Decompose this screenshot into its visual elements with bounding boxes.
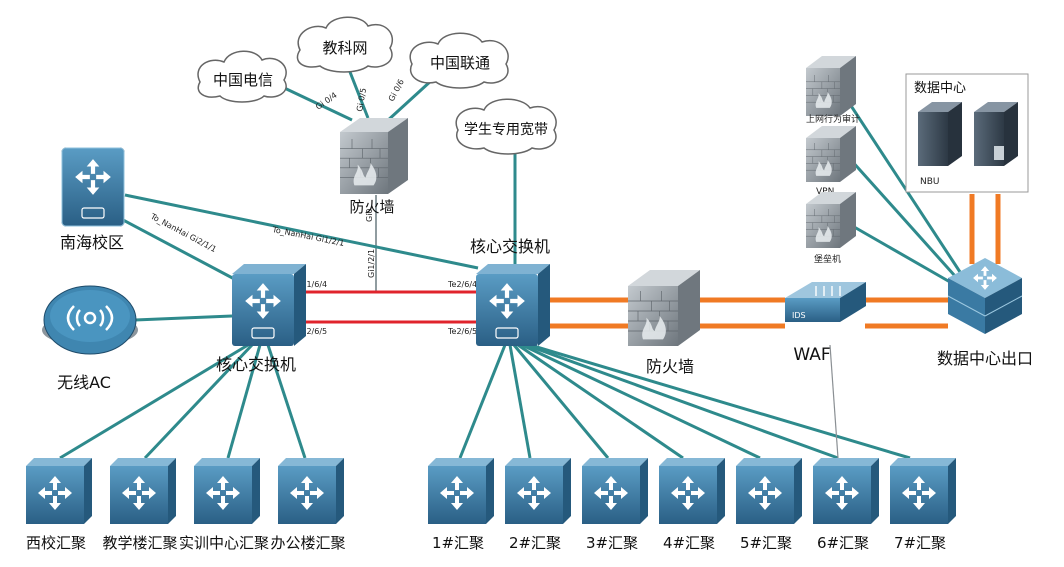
waf-label: WAF xyxy=(793,345,830,365)
aggregation-label: 4#汇聚 xyxy=(663,534,715,552)
link-lc-agg4 xyxy=(266,344,307,459)
port-gi0: Gi0 xyxy=(365,208,374,222)
aggregation-label: 办公楼汇聚 xyxy=(270,534,345,552)
cloud-cernet: 教科网 xyxy=(296,16,393,73)
port-te264: Te2/6/4 xyxy=(447,280,477,289)
vpn-appliance: VPN xyxy=(806,126,856,197)
data-center-label: 数据中心 xyxy=(914,81,966,96)
aggregation-switch: 西校汇聚 xyxy=(26,458,92,552)
aggregation-switch: 教学楼汇聚 xyxy=(102,458,178,552)
aggregation-label: 2#汇聚 xyxy=(509,534,561,552)
aggregation-switch: 2#汇聚 xyxy=(505,458,571,552)
link-rc-agg1 xyxy=(458,344,507,459)
cloud-unicom-label: 中国联通 xyxy=(430,54,490,72)
port-gi121: Gi1/2/1 xyxy=(367,249,376,278)
link-bastion-dcexit xyxy=(841,218,951,284)
link-rc-agg7 xyxy=(529,343,911,460)
cloud-telecom-label: 中国电信 xyxy=(213,71,273,89)
firewall-top-label: 防火墙 xyxy=(349,198,394,216)
aggregation-right-group: 1#汇聚 2#汇聚 3#汇聚 4#汇聚 5#汇聚 6#汇聚 7#汇聚 xyxy=(428,458,956,552)
port-to-nanhai-2: To_NanHai Gi2/1/1 xyxy=(148,211,218,254)
aggregation-switch: 3#汇聚 xyxy=(582,458,648,552)
wireless-ac-label: 无线AC xyxy=(57,373,111,392)
server-icon xyxy=(974,102,1018,166)
waf-appliance: IDS WAF xyxy=(785,282,866,365)
aggregation-switch: 7#汇聚 xyxy=(890,458,956,552)
link-lc-agg1 xyxy=(59,343,249,460)
link-rc-agg5 xyxy=(521,343,761,460)
aggregation-label: 1#汇聚 xyxy=(432,534,484,552)
links xyxy=(59,71,1001,460)
aggregation-label: 6#汇聚 xyxy=(817,534,869,552)
aggregation-label: 7#汇聚 xyxy=(894,534,946,552)
data-center-box: 数据中心 NBU xyxy=(905,73,1029,193)
link-nanhai-rightcore xyxy=(124,193,479,270)
aggregation-switch: 4#汇聚 xyxy=(659,458,725,552)
port-to-nanhai-1: To_NanHai Gi1/2/1 xyxy=(271,225,346,248)
nanhai-switch: 南海校区 xyxy=(60,147,125,252)
core-switch-left-label: 核心交换机 xyxy=(216,355,296,374)
link-rc-agg6 xyxy=(525,343,839,460)
link-rc-agg3 xyxy=(512,344,610,459)
cloud-cernet-label: 教科网 xyxy=(322,39,367,57)
aggregation-switch: 办公楼汇聚 xyxy=(270,458,346,552)
aggregation-label: 实训中心汇聚 xyxy=(179,534,269,552)
nbu-label: NBU xyxy=(920,177,940,187)
aggregation-switch: 6#汇聚 xyxy=(813,458,879,552)
nanhai-label: 南海校区 xyxy=(60,233,124,252)
ids-label: IDS xyxy=(792,311,806,320)
aggregation-switch: 5#汇聚 xyxy=(736,458,802,552)
aggregation-label: 西校汇聚 xyxy=(26,534,86,552)
aggregation-switch: 实训中心汇聚 xyxy=(179,458,269,552)
link-lc-agg3 xyxy=(226,344,262,459)
link-audit-dcexit xyxy=(840,91,962,273)
server-icon xyxy=(918,102,962,166)
bastion-label: 堡垒机 xyxy=(814,253,841,265)
aggregation-label: 教学楼汇聚 xyxy=(102,534,177,552)
firewall-mid-label: 防火墙 xyxy=(646,357,694,376)
cloud-student-broadband-label: 学生专用宽带 xyxy=(464,121,548,138)
link-rc-agg4 xyxy=(517,343,684,460)
cloud-telecom: 中国电信 xyxy=(197,50,287,103)
port-gi05: Gi 0/5 xyxy=(355,87,368,112)
firewall-mid: 防火墙 xyxy=(628,270,700,376)
aggregation-switch: 1#汇聚 xyxy=(428,458,494,552)
link-cernet-firewall xyxy=(348,71,370,119)
dc-exit-label: 数据中心出口 xyxy=(937,349,1033,368)
dc-exit-switch: 数据中心出口 xyxy=(937,258,1033,368)
port-te265: Te2/6/5 xyxy=(447,327,477,336)
port-te165: Te2/6/5 xyxy=(297,327,327,336)
behavior-audit-label: 上网行为审计 xyxy=(806,113,860,125)
aggregation-left-group: 西校汇聚教学楼汇聚实训中心汇聚办公楼汇聚 xyxy=(26,458,346,552)
port-gi06: Gi 0/6 xyxy=(387,78,406,103)
cloud-unicom: 中国联通 xyxy=(409,32,509,89)
link-telecom-firewall xyxy=(277,83,353,122)
link-waf-agg6 xyxy=(829,344,839,459)
wireless-ac: 无线AC xyxy=(42,285,138,392)
link-vpn-dcexit xyxy=(840,148,957,278)
core-switch-right: 核心交换机 xyxy=(470,237,550,346)
link-rc-agg2 xyxy=(508,344,532,459)
behavior-audit: 上网行为审计 xyxy=(806,56,860,125)
waf-icon xyxy=(815,286,841,296)
cloud-student-broadband: 学生专用宽带 xyxy=(455,98,557,155)
link-unicom-firewall xyxy=(384,78,434,124)
port-labels: Gi 0/4 Gi 0/5 Gi 0/6 Gi0 Gi1/2/1 To_NanH… xyxy=(148,78,477,336)
link-nanhai-leftcore xyxy=(107,210,241,284)
link-lc-agg2 xyxy=(143,343,254,460)
core-switch-left: 核心交换机 xyxy=(216,264,306,374)
core-switch-right-label: 核心交换机 xyxy=(470,237,550,256)
bastion-appliance: 堡垒机 xyxy=(806,192,856,265)
firewall-top: 防火墙 xyxy=(340,118,408,216)
port-te164: Te1/6/4 xyxy=(297,280,327,289)
aggregation-label: 5#汇聚 xyxy=(740,534,792,552)
link-ac-leftcore xyxy=(134,314,233,322)
wifi-icon xyxy=(66,305,114,331)
aggregation-label: 3#汇聚 xyxy=(586,534,638,552)
